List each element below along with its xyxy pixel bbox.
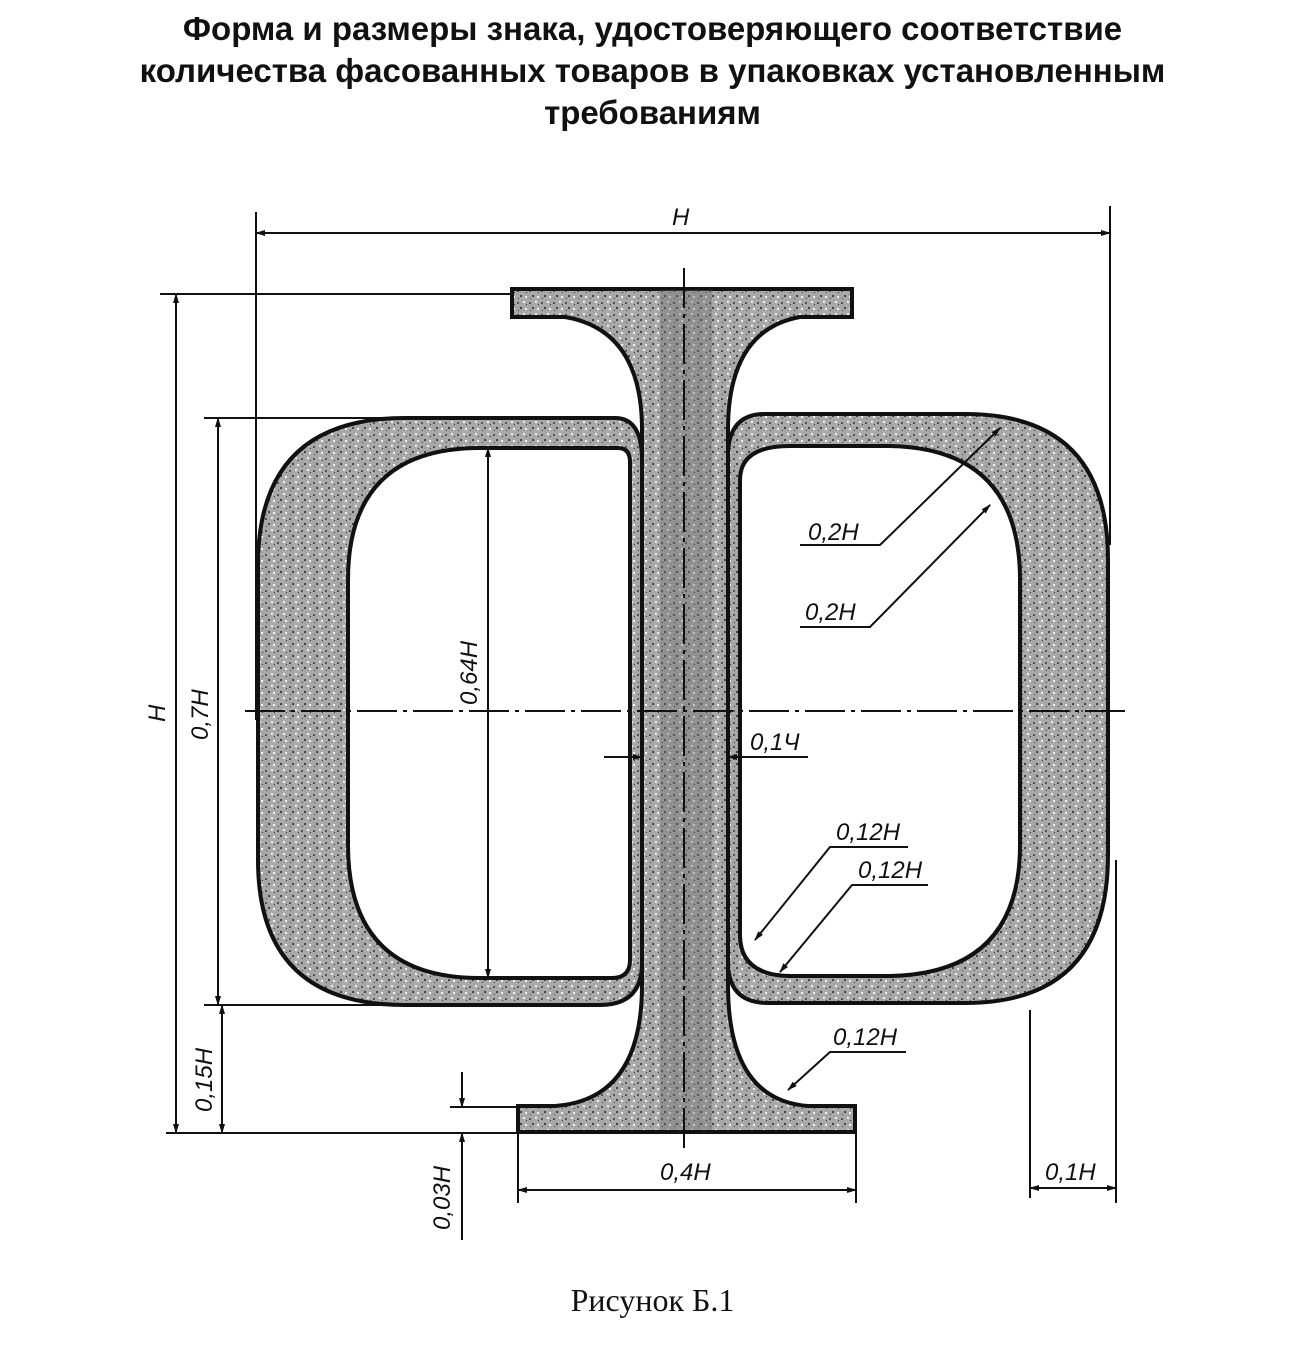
label-serif-radius: 0,12H xyxy=(833,1024,898,1051)
leader-outer-radius xyxy=(800,427,1001,546)
label-side-gap: 0,1H xyxy=(1045,1159,1096,1186)
leader-small-radius-inner xyxy=(779,884,928,973)
leader-serif-radius xyxy=(787,1051,906,1091)
label-small-radius-inner: 0,12H xyxy=(858,857,923,884)
label-small-radius-outer: 0,12H xyxy=(836,819,901,846)
label-overall-width: H xyxy=(672,204,690,231)
page-title: Форма и размеры знака, удостоверяющего с… xyxy=(0,8,1305,134)
label-inner-radius: 0,2H xyxy=(805,599,856,626)
label-overall-height: H xyxy=(144,704,171,722)
figure-caption: Рисунок Б.1 xyxy=(570,1282,735,1318)
title-line-2: количества фасованных товаров в упаковка… xyxy=(139,52,1166,89)
label-serif-offset: 0,15H xyxy=(191,1047,218,1112)
title-line-3: требованиям xyxy=(544,94,761,131)
label-serif-thickness: 0,03H xyxy=(429,1165,456,1230)
leader-inner-radius xyxy=(800,504,991,628)
leader-small-radius-outer xyxy=(754,846,908,941)
label-inner-height: 0,64H xyxy=(456,640,483,705)
label-stem-width: 0,1Ч xyxy=(750,729,800,756)
label-bowl-height: 0,7H xyxy=(187,689,214,740)
right-bowl-shape xyxy=(726,412,1110,1005)
label-outer-radius: 0,2H xyxy=(808,519,859,546)
label-serif-width: 0,4H xyxy=(660,1159,711,1186)
title-line-1: Форма и размеры знака, удостоверяющего с… xyxy=(182,10,1123,47)
